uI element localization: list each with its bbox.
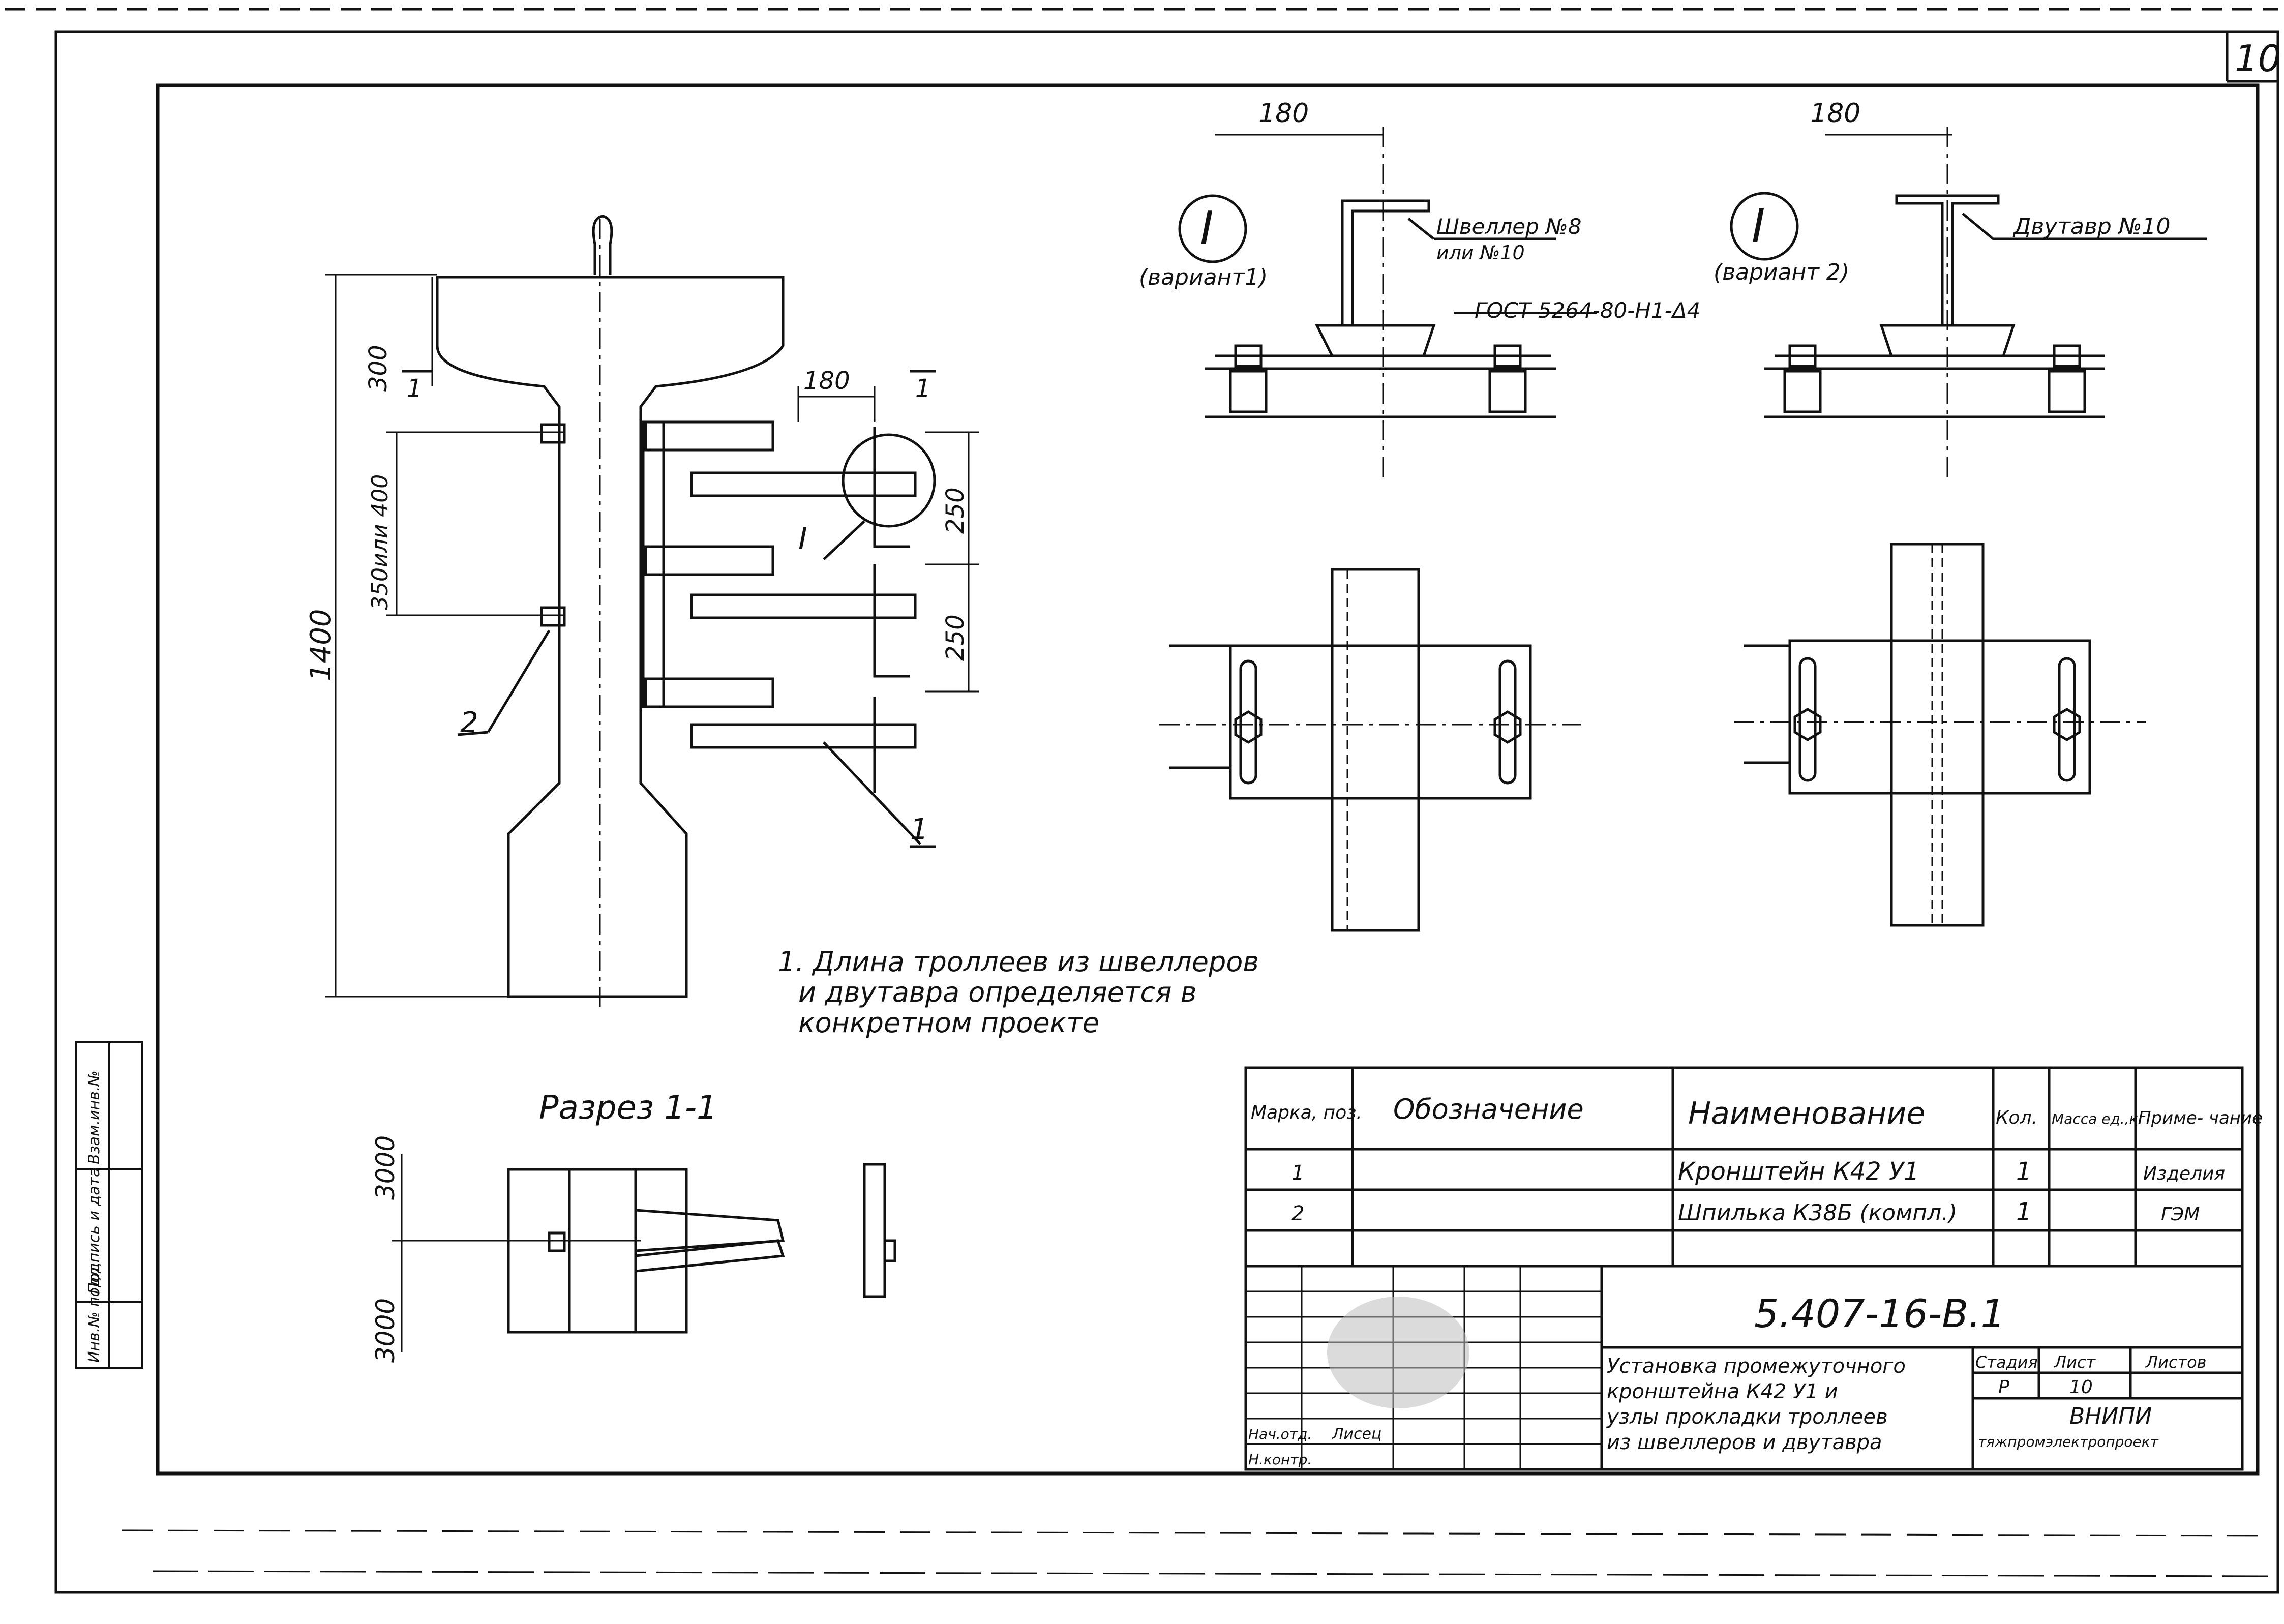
- spec-header-note: Приме- чание: [2138, 1108, 2263, 1128]
- title-stage-label: Стадия: [1975, 1352, 2038, 1372]
- left-stamp: [75, 1041, 143, 1369]
- spec-row-2-note: ГЭМ: [2161, 1204, 2200, 1225]
- spec-row-2-name: Шпилька К38Б (компл.): [1678, 1200, 1957, 1226]
- stamp-label-2: Подпись и дата: [85, 1168, 103, 1295]
- spec-row-1-pos: 1: [1291, 1161, 1304, 1185]
- section-dim-b: 3000: [371, 1298, 400, 1363]
- spec-header-pos: Марка, поз.: [1251, 1102, 1362, 1123]
- detail-variant-2: [1730, 127, 2207, 927]
- dim-top: 300: [364, 345, 393, 392]
- detail-variant-1: [1159, 127, 1581, 932]
- spec-header-qty: Кол.: [1996, 1107, 2037, 1128]
- callout-detail-i: I: [798, 521, 807, 557]
- detail-v2-beam-label: Двутавр №10: [2012, 214, 2171, 239]
- detail-v1-channel-label: Швеллер №8: [1436, 214, 1581, 239]
- column-elevation: [325, 215, 979, 1007]
- title-org: ВНИПИ: [2069, 1403, 2152, 1429]
- title-org-sub: тяжпромэлектропроект: [1978, 1433, 2159, 1450]
- stamp-label-3: Инв.№ подл.: [85, 1262, 103, 1363]
- section-title: Разрез 1-1: [539, 1089, 717, 1127]
- section-mark-right: 1: [915, 374, 931, 403]
- dim-step-2: 250: [941, 614, 970, 661]
- sheet-frame: [5, 8, 2279, 1594]
- detail-v1-dim: 180: [1258, 98, 1309, 129]
- detail-v2-dim: 180: [1810, 98, 1860, 129]
- title-code: 5.407-16-В.1: [1754, 1291, 2005, 1336]
- note-line-3: конкретном проекте: [798, 1007, 1099, 1039]
- title-desc-3: узлы прокладки троллеев: [1606, 1405, 1888, 1429]
- dim-step-1: 250: [941, 487, 970, 534]
- detail-v1-mark: I: [1200, 202, 1214, 255]
- detail-v1-channel-alt: или №10: [1436, 242, 1525, 264]
- section-1-1: [392, 1154, 896, 1352]
- weld-note: ГОСТ 5264-80-Н1-Δ4: [1475, 298, 1700, 323]
- section-dim-a: 3000: [371, 1135, 400, 1200]
- spec-row-2-pos: 2: [1291, 1202, 1304, 1225]
- title-desc-4: из швеллеров и двутавра: [1607, 1431, 1882, 1454]
- dim-bracket: 180: [803, 367, 850, 395]
- title-sheets-label: Листов: [2145, 1352, 2207, 1372]
- title-name-1: Лисец: [1332, 1425, 1381, 1443]
- section-mark-left: 1: [407, 374, 423, 403]
- spec-row-1-note: Изделия: [2143, 1163, 2225, 1184]
- title-role-1: Нач.отд.: [1248, 1426, 1312, 1442]
- position-1-label: 1: [910, 813, 928, 846]
- position-2-label: 2: [460, 706, 478, 739]
- spec-header-designation: Обозначение: [1393, 1093, 1584, 1125]
- title-desc-2: кронштейна К42 У1 и: [1607, 1380, 1838, 1403]
- stamp-label-1: Взам.инв.№: [85, 1070, 103, 1164]
- spec-row-1-name: Кронштейн К42 У1: [1678, 1157, 1919, 1186]
- detail-v2-caption: (вариант 2): [1714, 259, 1849, 285]
- spec-header-mass: Масса ед.,кг: [2052, 1110, 2145, 1127]
- spec-row-2-qty: 1: [2016, 1198, 2032, 1226]
- note-line-2: и двутавра определяется в: [798, 976, 1197, 1008]
- ink-stamp-smudge: [1327, 1297, 1469, 1408]
- title-sheet: 10: [2069, 1377, 2093, 1398]
- spec-row-1-qty: 1: [2016, 1157, 2032, 1186]
- title-sheet-label: Лист: [2054, 1352, 2096, 1372]
- dim-mid: 350или 400: [367, 474, 393, 610]
- detail-v2-mark: I: [1752, 199, 1765, 253]
- detail-v1-caption: (вариант1): [1139, 264, 1268, 290]
- page-number: 10: [2235, 37, 2281, 80]
- title-role-2: Н.контр.: [1248, 1451, 1312, 1468]
- note-line-1: 1. Длина троллеев из швеллеров: [778, 946, 1259, 978]
- title-stage: Р: [1998, 1377, 2009, 1398]
- title-desc-1: Установка промежуточного: [1607, 1355, 1906, 1378]
- spec-header-name: Наименование: [1688, 1096, 1925, 1131]
- dim-total: 1400: [305, 609, 338, 681]
